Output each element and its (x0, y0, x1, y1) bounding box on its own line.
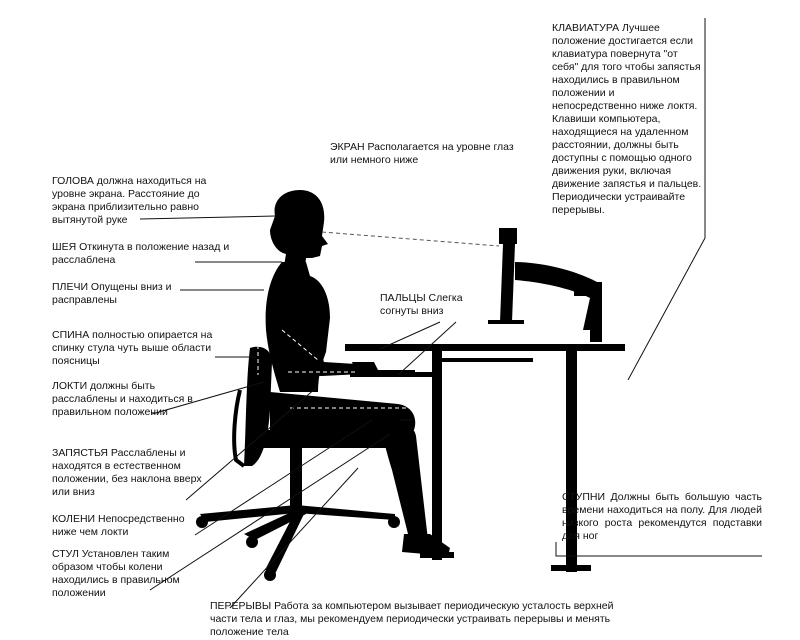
label-keyboard: КЛАВИАТУРА Лучшее положение достигается … (552, 22, 702, 216)
label-breaks: ПЕРЕРЫВЫ Работа за компьютером вызывает … (210, 600, 614, 638)
label-elbows: ЛОКТИ должны быть расслаблены и находить… (52, 380, 193, 418)
label-knees: КОЛЕНИ Непосредственно ниже чем локти (52, 513, 185, 538)
keyboard (350, 370, 415, 375)
guide-lines (257, 231, 500, 409)
label-back: СПИНА полностью опирается на спинку стул… (52, 329, 213, 367)
label-shoulders: ПЛЕЧИ Опущены вниз и расправлены (52, 281, 172, 306)
label-head: ГОЛОВА должна находиться на уровне экран… (52, 175, 207, 226)
label-feet: СТУПНИ Должны быть большую часть времени… (562, 491, 762, 542)
label-neck: ШЕЯ Откинута в положение назад и расслаб… (52, 241, 230, 266)
label-screen: ЭКРАН Располагается на уровне глаз или н… (330, 141, 514, 166)
label-chair: СТУЛ Установлен таким образом чтобы коле… (52, 548, 180, 599)
monitor (488, 228, 602, 342)
person-silhouette (265, 190, 450, 556)
label-fingers: ПАЛЬЦЫ Слегка согнуты вниз (380, 292, 463, 317)
label-wrists: ЗАПЯСТЬЯ Расслаблены и находятся в естес… (52, 447, 202, 498)
leader-lines (139, 18, 762, 609)
